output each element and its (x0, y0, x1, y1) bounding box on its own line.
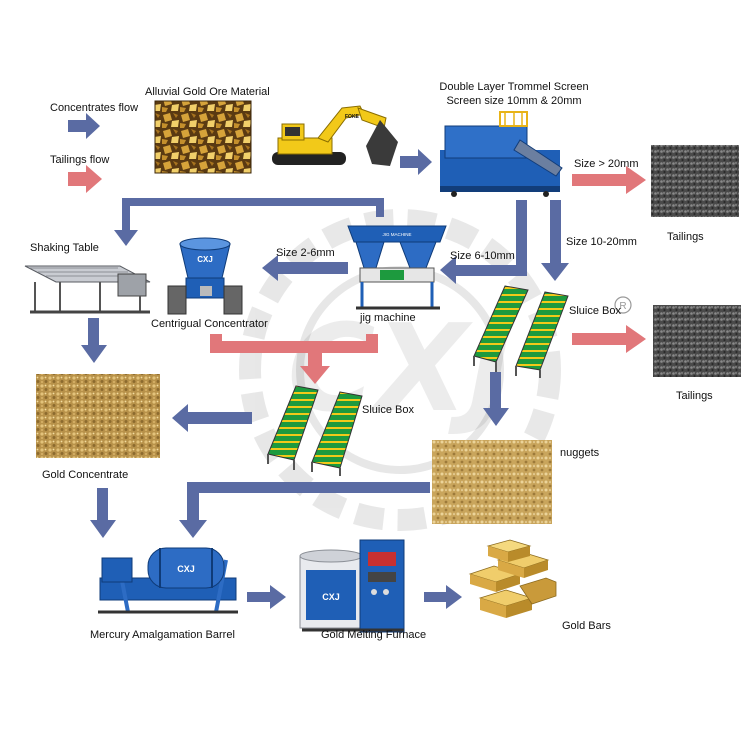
line-centrifugal-and-jig-to-sluice (210, 334, 378, 384)
legend-tailings-label: Tailings flow (50, 154, 110, 166)
arrow-shaking-to-concentrate (81, 318, 107, 363)
excavator-image: FOKE (272, 105, 398, 166)
shaking-table-label: Shaking Table (30, 242, 99, 254)
gold-concentrate-image (36, 374, 160, 458)
barrel-brand-text: CXJ (177, 564, 195, 574)
amalgamation-barrel-label: Mercury Amalgamation Barrel (90, 629, 235, 641)
gold-melting-furnace-label: Gold Melting Furnace (321, 629, 427, 641)
arrow-jig-to-centrifugal (262, 255, 348, 281)
amalgamation-barrel-image: CXJ (98, 547, 238, 614)
svg-text:R: R (619, 301, 626, 312)
shaking-table-image (24, 265, 151, 314)
tailings-right-label: Tailings (676, 390, 713, 402)
size-6-10-label: Size 6-10mm (450, 250, 515, 262)
jig-machine-image: JIG MACHINE (347, 225, 447, 310)
arrow-sluice-to-concentrate (172, 404, 252, 432)
tailings-top-label: Tailings (667, 231, 704, 243)
excavator-brand-text: FOKE (345, 114, 360, 120)
sluice-box-right-image (473, 285, 569, 378)
size-gt20-label: Size > 20mm (574, 158, 639, 170)
line-trommel-to-jig (440, 200, 527, 284)
tailings-top-image (651, 145, 739, 217)
legend-concentrates-arrow (68, 113, 100, 139)
alluvial-ore-image (154, 100, 252, 174)
arrow-trommel-to-sluice (541, 200, 569, 281)
trommel-label-line2: Screen size 10mm & 20mm (446, 95, 582, 107)
sluice-box-mid-label: Sluice Box (362, 404, 414, 416)
gold-bars-image (468, 539, 557, 618)
centrifugal-label: Centrigual Concentrator (151, 318, 268, 330)
trommel-label-line1: Double Layer Trommel Screen (439, 81, 589, 93)
registered-mark-icon (614, 296, 632, 314)
line-nuggets-to-barrel (179, 482, 430, 538)
arrow-trommel-to-tailings (572, 166, 646, 194)
gold-melting-furnace-image: CXJ (299, 539, 405, 633)
jig-machine-label: jig machine (360, 312, 416, 324)
arrow-sluice-to-nuggets (483, 372, 509, 426)
nuggets-image (432, 440, 552, 524)
trommel-screen-image (440, 111, 563, 197)
arrow-sluice-to-tailings (572, 325, 646, 353)
sluice-box-mid-image (267, 385, 363, 476)
legend-tailings-arrow (68, 165, 102, 193)
ore-label: Alluvial Gold Ore Material (145, 86, 270, 98)
furnace-brand-text: CXJ (322, 592, 340, 602)
arrow-furnace-to-bars (424, 585, 462, 609)
size-10-20-label: Size 10-20mm (566, 236, 637, 248)
jig-label-plate: JIG MACHINE (382, 232, 411, 237)
tailings-right-image (653, 305, 741, 377)
nuggets-label: nuggets (560, 447, 600, 459)
arrow-barrel-to-furnace (247, 585, 286, 609)
legend-concentrates-label: Concentrates flow (50, 102, 139, 114)
centrifugal-concentrator-image: CXJ (167, 237, 243, 315)
concentrates-flow-lines (68, 113, 569, 609)
arrow-excavator-to-trommel (400, 149, 432, 175)
size-2-6-label: Size 2-6mm (276, 247, 335, 259)
centrifugal-brand-text: CXJ (197, 255, 213, 264)
line-trommel-to-shaking-table (114, 198, 384, 246)
gold-concentrate-label: Gold Concentrate (42, 469, 129, 481)
arrow-concentrate-to-barrel (90, 488, 116, 538)
tailings-flow-lines (68, 165, 646, 384)
gold-bars-label: Gold Bars (562, 620, 611, 632)
sluice-box-right-label: Sluice Box (569, 305, 621, 317)
